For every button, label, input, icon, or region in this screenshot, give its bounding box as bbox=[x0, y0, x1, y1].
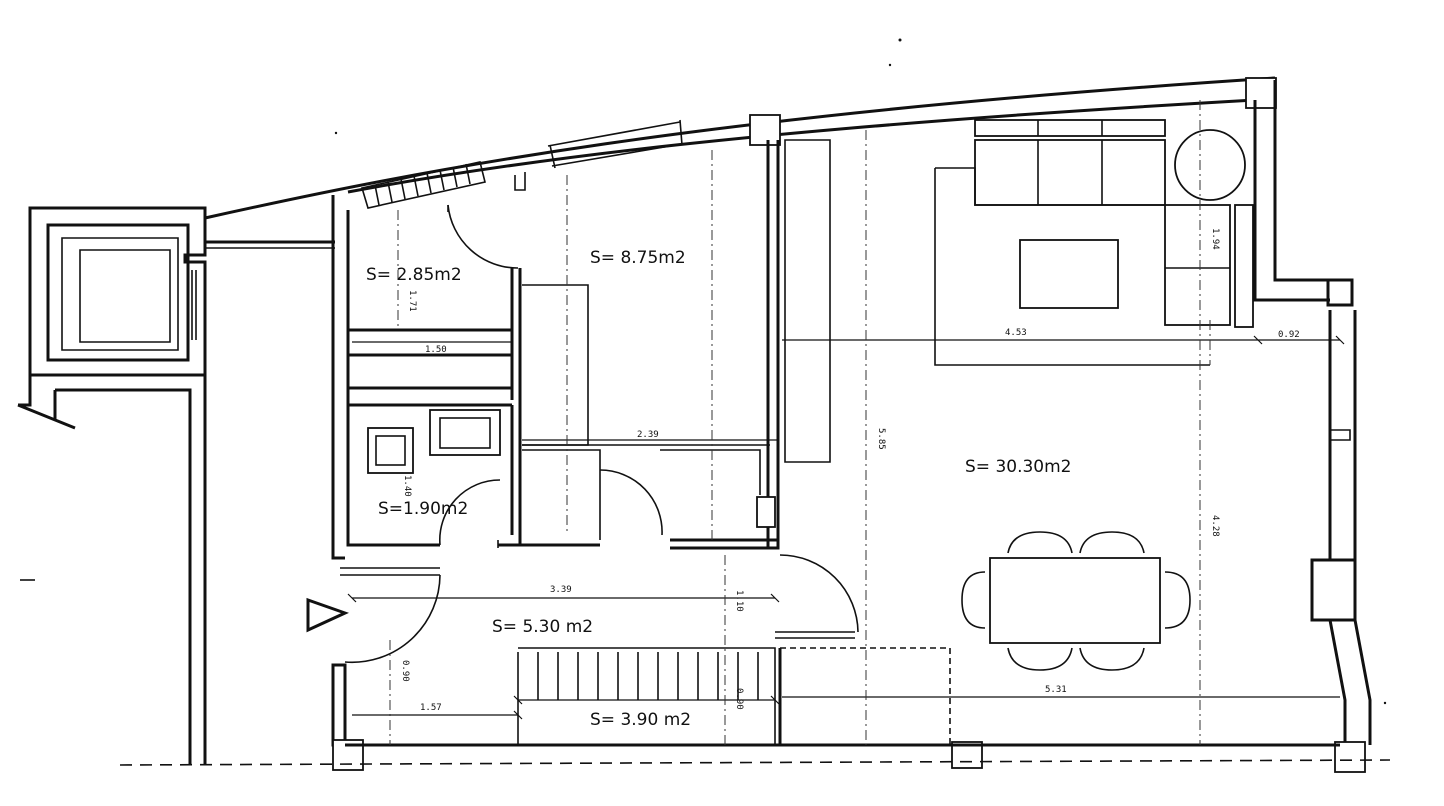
left-annex bbox=[17, 206, 335, 765]
dining-table bbox=[989, 557, 1161, 644]
column bbox=[749, 114, 781, 146]
fridge bbox=[756, 496, 776, 528]
round-table bbox=[1174, 129, 1246, 201]
dim-label: 0.90 bbox=[400, 660, 410, 682]
chair bbox=[961, 571, 986, 629]
column bbox=[1334, 741, 1366, 773]
door-swing bbox=[779, 554, 859, 633]
dim-label: 4.28 bbox=[1210, 515, 1220, 537]
curved-outer-wall bbox=[204, 76, 1277, 220]
door-swing bbox=[599, 469, 663, 536]
area-label-living: S= 30.30m2 bbox=[965, 457, 1071, 477]
dim-label: 5.85 bbox=[876, 428, 886, 450]
dim-label: 3.39 bbox=[550, 585, 572, 595]
door-swing bbox=[439, 479, 501, 546]
sofa bbox=[974, 139, 1166, 206]
door-swing bbox=[447, 204, 519, 269]
staircase bbox=[517, 652, 759, 745]
doors bbox=[344, 204, 859, 664]
dim-label: 2.39 bbox=[637, 430, 659, 440]
hatched-strip bbox=[360, 161, 486, 209]
property-boundary bbox=[119, 759, 1391, 766]
entry-arrow-icon bbox=[306, 597, 349, 633]
dim-label: 4.53 bbox=[1005, 328, 1027, 338]
chair bbox=[1164, 571, 1191, 629]
dim-label: 1.94 bbox=[1210, 228, 1220, 250]
area-label-room-a: S= 2.85m2 bbox=[366, 265, 462, 285]
area-label-stair: S= 3.90 m2 bbox=[590, 710, 691, 730]
scan-specks bbox=[20, 38, 1387, 705]
chair bbox=[1079, 531, 1145, 554]
chair bbox=[1079, 647, 1145, 671]
dim-label: 5.31 bbox=[1045, 685, 1067, 695]
sofa-back bbox=[974, 119, 1166, 137]
dim-label: 1.40 bbox=[402, 475, 412, 497]
living-furniture bbox=[934, 119, 1254, 671]
area-label-hall: S= 5.30 m2 bbox=[492, 617, 593, 637]
entry-door-swing bbox=[344, 574, 441, 664]
chair bbox=[1007, 531, 1073, 554]
chair bbox=[1007, 647, 1073, 671]
dim-label: 0.90 bbox=[734, 688, 744, 710]
area-label-room-b: S= 8.75m2 bbox=[590, 248, 686, 268]
area-labels: S= 2.85m2 S= 8.75m2 S= 30.30m2 S=1.90m2 … bbox=[366, 248, 1071, 730]
bathroom-fixtures bbox=[367, 409, 776, 528]
dim-label: 1.10 bbox=[734, 590, 744, 612]
dim-label: 1.71 bbox=[407, 290, 417, 312]
shower-tray bbox=[367, 427, 414, 474]
interior-walls bbox=[331, 80, 1372, 773]
dim-label: 1.50 bbox=[425, 345, 447, 355]
area-label-bath: S=1.90m2 bbox=[378, 499, 468, 519]
side-unit bbox=[1234, 204, 1254, 328]
corner-column bbox=[1245, 77, 1277, 109]
dimension-lines bbox=[347, 100, 1345, 745]
dim-label: 0.92 bbox=[1278, 330, 1300, 340]
dimension-labels: 1.50 2.39 4.53 0.92 3.39 1.57 5.31 1.94 … bbox=[400, 228, 1300, 713]
armchair bbox=[1164, 204, 1231, 326]
dim-label: 1.57 bbox=[420, 703, 442, 713]
coffee-table bbox=[1019, 239, 1119, 309]
